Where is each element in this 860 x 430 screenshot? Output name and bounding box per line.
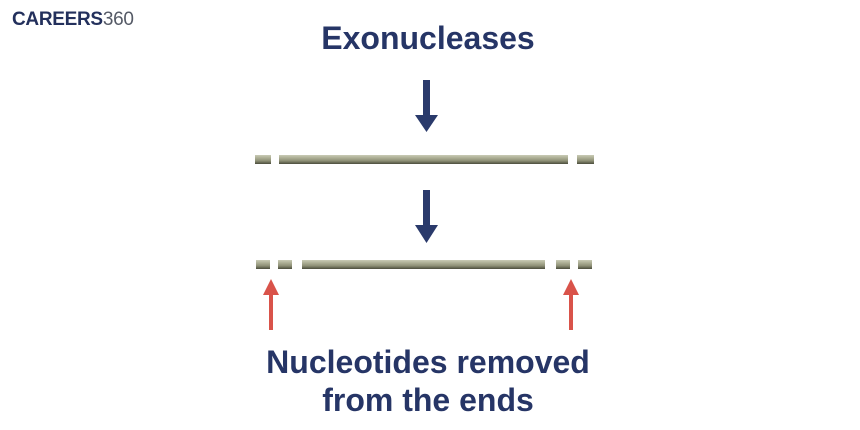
careers360-logo: CAREERS360 xyxy=(12,9,134,31)
strand-segment xyxy=(578,260,592,269)
caption-line-2: from the ends xyxy=(322,382,534,418)
up-arrow-icon xyxy=(263,279,279,330)
strand-segment xyxy=(255,155,271,164)
strand-segment xyxy=(279,155,568,164)
strand-segment xyxy=(278,260,292,269)
strand-segment xyxy=(302,260,545,269)
logo-bold: CAREERS xyxy=(12,9,103,30)
strand-segment xyxy=(256,260,270,269)
strand-segment xyxy=(556,260,570,269)
logo-light: 360 xyxy=(102,9,134,30)
down-arrow-icon xyxy=(415,190,438,243)
strand-segment xyxy=(577,155,594,164)
diagram-title: Exonucleases xyxy=(321,20,535,56)
down-arrow-icon xyxy=(415,80,438,132)
up-arrow-icon xyxy=(563,279,579,330)
caption: Nucleotides removed from the ends xyxy=(0,343,856,419)
caption-line-1: Nucleotides removed xyxy=(266,344,590,380)
